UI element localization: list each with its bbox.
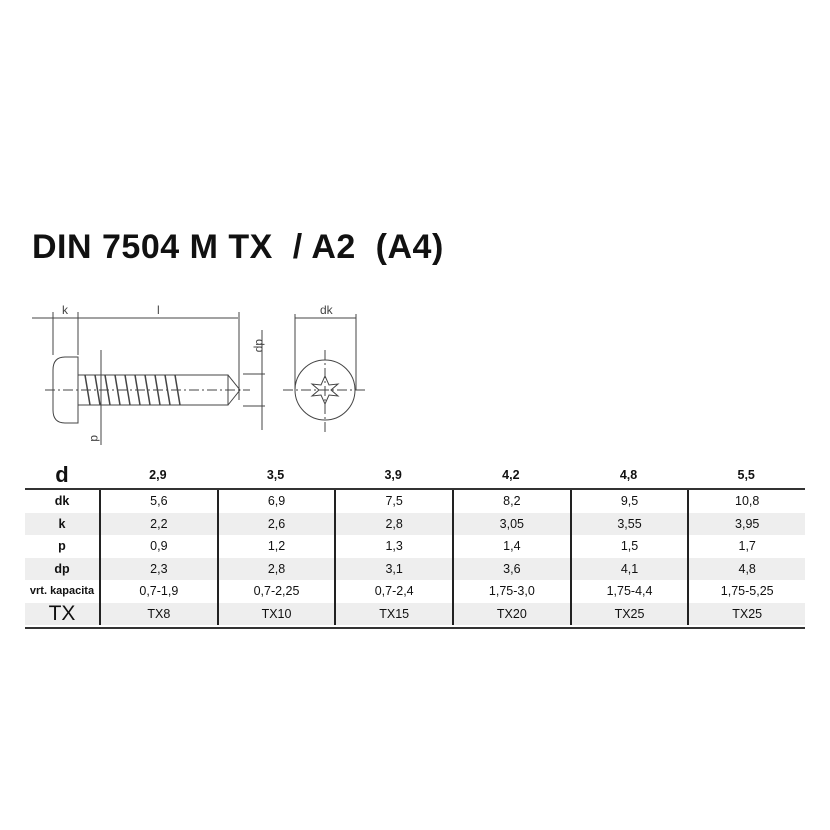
row-label: TX bbox=[48, 601, 76, 625]
table-bottom-rule bbox=[25, 627, 805, 629]
table-cell: 3,6 bbox=[452, 557, 570, 580]
table-cell: 9,5 bbox=[569, 490, 688, 513]
table-cell: TX25 bbox=[569, 602, 688, 625]
table-cell: 3,05 bbox=[452, 512, 570, 535]
row-label: vrt. kapacita bbox=[29, 585, 95, 598]
label-d: d bbox=[88, 435, 102, 442]
row-label: dk bbox=[54, 494, 70, 509]
table-cell: TX15 bbox=[334, 602, 452, 625]
row-label: dp bbox=[54, 561, 70, 576]
table-cell: 1,75-4,4 bbox=[569, 580, 688, 603]
table-cell: 6,9 bbox=[216, 490, 335, 513]
label-k: k bbox=[62, 303, 69, 317]
header-cell: 2,9 bbox=[149, 468, 167, 482]
table-cell: TX8 bbox=[99, 602, 217, 625]
table-cell: 1,4 bbox=[452, 535, 570, 558]
label-l: l bbox=[157, 303, 160, 317]
table-cell: 0,7-1,9 bbox=[99, 580, 217, 603]
page-title: DIN 7504 M TX / A2 (A4) bbox=[32, 228, 444, 266]
table-cell: 2,8 bbox=[334, 512, 452, 535]
label-dp: dp bbox=[253, 339, 267, 353]
header-cell: 4,8 bbox=[619, 468, 638, 482]
table-cell: TX20 bbox=[452, 602, 570, 625]
table-cell: TX10 bbox=[216, 602, 335, 625]
label-dk: dk bbox=[320, 303, 334, 317]
header-label: d bbox=[55, 462, 69, 487]
row-label: k bbox=[58, 516, 66, 531]
header-cell: 3,9 bbox=[384, 468, 402, 482]
table-cell: 3,95 bbox=[687, 512, 805, 535]
table-cell: 0,7-2,4 bbox=[334, 580, 452, 603]
table-cell: 3,1 bbox=[334, 557, 452, 580]
table-cell: TX25 bbox=[687, 602, 805, 625]
table-cell: 1,7 bbox=[687, 535, 805, 558]
table-header-row: d 2,9 3,5 3,9 4,2 4,8 5,5 bbox=[25, 462, 805, 490]
table-cell: 2,6 bbox=[216, 512, 335, 535]
table-cell: 1,5 bbox=[569, 535, 688, 558]
table-cell: 8,2 bbox=[452, 490, 570, 513]
header-cell: 4,2 bbox=[502, 468, 520, 482]
screw-technical-drawing: k l d dp dk bbox=[32, 303, 367, 445]
table-cell: 2,2 bbox=[99, 512, 217, 535]
table-cell: 5,6 bbox=[99, 490, 217, 513]
table-cell: 7,5 bbox=[334, 490, 452, 513]
table-cell: 1,3 bbox=[334, 535, 452, 558]
table-cell: 1,75-3,0 bbox=[452, 580, 570, 603]
table-cell: 4,8 bbox=[687, 557, 805, 580]
table-cell: 1,75-5,25 bbox=[687, 580, 805, 603]
row-label: p bbox=[58, 539, 66, 554]
table-cell: 3,55 bbox=[569, 512, 688, 535]
header-cell: 5,5 bbox=[737, 468, 755, 482]
table-cell: 0,7-2,25 bbox=[216, 580, 335, 603]
table-cell: 10,8 bbox=[687, 490, 805, 513]
table-cell: 1,2 bbox=[216, 535, 335, 558]
table-cell: 4,1 bbox=[569, 557, 688, 580]
table-cell: 2,8 bbox=[216, 557, 335, 580]
table-cell: 2,3 bbox=[99, 557, 217, 580]
header-cell: 3,5 bbox=[266, 468, 285, 482]
table-cell: 0,9 bbox=[99, 535, 217, 558]
